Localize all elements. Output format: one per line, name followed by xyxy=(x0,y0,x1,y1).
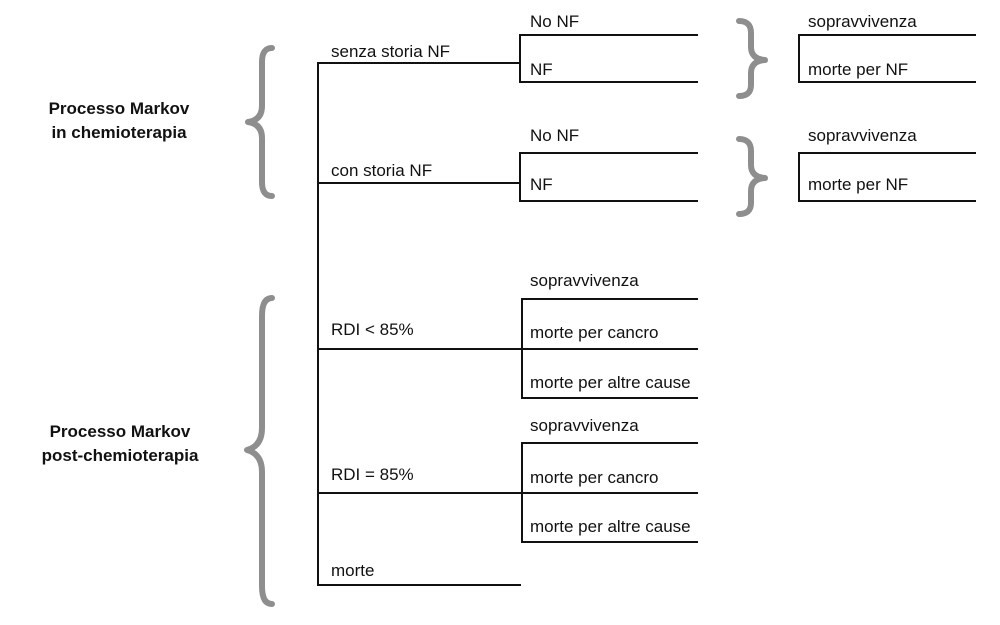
outcome-label: morte per cancro xyxy=(530,323,659,342)
outcome-label: NF xyxy=(530,175,553,194)
result-label: sopravvivenza xyxy=(808,12,917,31)
group-title-line: in chemioterapia xyxy=(51,123,187,142)
brace-post-icon xyxy=(244,295,275,607)
result-label: morte per NF xyxy=(808,175,909,194)
outcome-label: morte per altre cause xyxy=(530,517,691,536)
outcome-label: NF xyxy=(530,60,553,79)
result-label: sopravvivenza xyxy=(808,126,917,145)
branch-label-rdi-lt: RDI < 85% xyxy=(331,320,414,339)
brace-con-storia-icon xyxy=(736,136,768,217)
group-title-line: Processo Markov xyxy=(48,99,190,118)
brace-senza-storia-icon xyxy=(736,18,768,99)
outcome-label: No NF xyxy=(530,12,580,31)
branch-label-con-storia: con storia NF xyxy=(331,161,433,180)
outcome-label: morte per cancro xyxy=(530,468,659,487)
group-title-line: Processo Markov xyxy=(49,422,191,441)
branch-label-rdi-eq: RDI = 85% xyxy=(331,465,414,484)
outcome-label: sopravvivenza xyxy=(530,416,639,435)
outcome-label: morte per altre cause xyxy=(530,373,691,392)
outcome-label: No NF xyxy=(530,126,580,145)
branch-label-senza-storia: senza storia NF xyxy=(331,42,451,61)
branch-label-morte: morte xyxy=(331,561,375,580)
group-title-chemo: Processo Markov in chemioterapia xyxy=(24,97,214,145)
group-title-line: post-chemioterapia xyxy=(41,446,199,465)
outcome-label: sopravvivenza xyxy=(530,271,639,290)
brace-chemo-icon xyxy=(245,45,275,199)
result-label: morte per NF xyxy=(808,60,909,79)
group-title-post: Processo Markov post-chemioterapia xyxy=(22,420,218,468)
